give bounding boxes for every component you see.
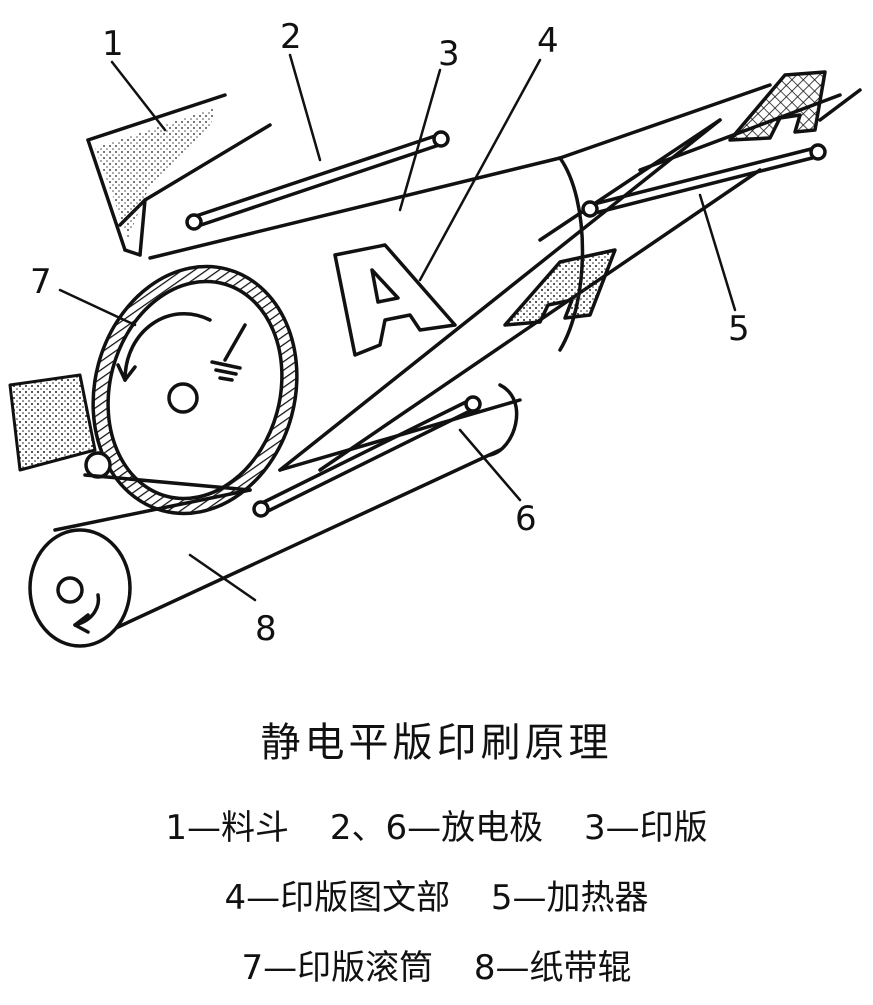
- legend-row-3: 7—印版滚筒 8—纸带辊: [0, 940, 873, 989]
- legend-printing-plate: 3—印版: [584, 808, 708, 848]
- label-1: 1: [102, 24, 124, 64]
- legend-hopper: 1—料斗: [165, 808, 289, 848]
- legend-row-1: 1—料斗 2、6—放电极 3—印版: [0, 800, 873, 849]
- label-3: 3: [438, 34, 460, 74]
- diagram-title: 静电平版印刷原理: [0, 710, 873, 768]
- legend-paper-belt-roller: 8—纸带辊: [474, 948, 632, 988]
- hopper: [88, 95, 270, 255]
- label-2: 2: [280, 17, 302, 57]
- label-5: 5: [728, 309, 750, 349]
- printing-diagram: 1 2 3 4 5 6 7 8: [0, 0, 873, 690]
- plate-image-letter-a: [335, 245, 455, 355]
- printed-letter-a: [505, 250, 615, 325]
- legend-discharge-electrode: 2、6—放电极: [330, 808, 543, 848]
- fused-letter-a: [730, 72, 825, 140]
- toner-supply-sheet: [10, 375, 95, 470]
- label-6: 6: [515, 499, 537, 539]
- label-7: 7: [30, 262, 52, 302]
- label-4: 4: [537, 21, 559, 61]
- label-8: 8: [255, 609, 277, 649]
- legend-plate-cylinder: 7—印版滚筒: [241, 948, 433, 988]
- legend-heater: 5—加热器: [491, 878, 649, 918]
- legend-row-2: 4—印版图文部 5—加热器: [0, 870, 873, 919]
- legend-plate-image-area: 4—印版图文部: [224, 878, 450, 918]
